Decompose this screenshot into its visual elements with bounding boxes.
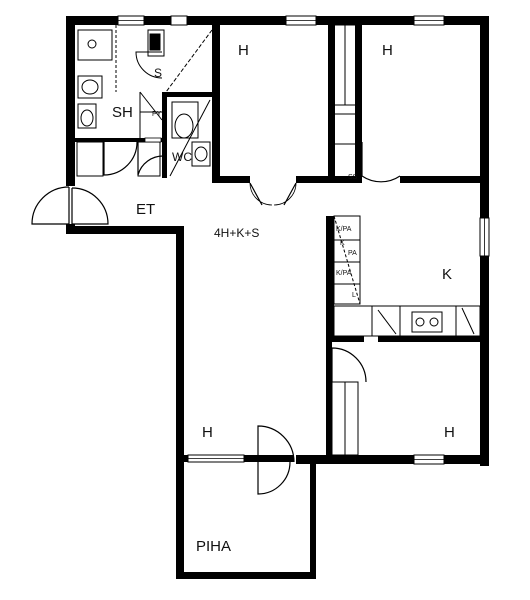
room-label-bedroom-top-left: H — [238, 42, 249, 59]
bathroom-fixtures — [77, 25, 213, 177]
sh-window — [144, 137, 162, 143]
room-label-yard: PIHA — [196, 538, 232, 555]
room-label-kitchen: K — [442, 266, 453, 283]
room-label-bedroom-bottom-left: H — [202, 424, 213, 441]
fixture-label-pa: PA — [348, 250, 357, 257]
room-label-sauna: S — [154, 66, 163, 80]
fixture-label-py: PY — [152, 111, 162, 118]
closets — [76, 24, 359, 456]
apartment-type-label: 4H+K+S — [214, 226, 260, 240]
kitchen-counters — [333, 215, 481, 337]
interior-walls — [75, 25, 488, 458]
room-label-sh: SH — [112, 104, 133, 121]
room-label-entry: ET — [136, 201, 156, 218]
room-label-bedroom-bottom-right: H — [444, 424, 455, 441]
exterior-walls — [66, 16, 489, 579]
fixture-label-k-pa-1: K/PA — [336, 226, 352, 233]
fixture-label-ss: SS — [348, 174, 358, 181]
room-label-wc: WC — [172, 150, 192, 164]
windows — [117, 15, 490, 465]
fixture-label-l: L — [352, 292, 356, 299]
fixture-label-k-pa-2: K/PA — [336, 270, 352, 277]
fixture-label-k: K — [340, 240, 345, 247]
room-label-bedroom-top-right: H — [382, 42, 393, 59]
